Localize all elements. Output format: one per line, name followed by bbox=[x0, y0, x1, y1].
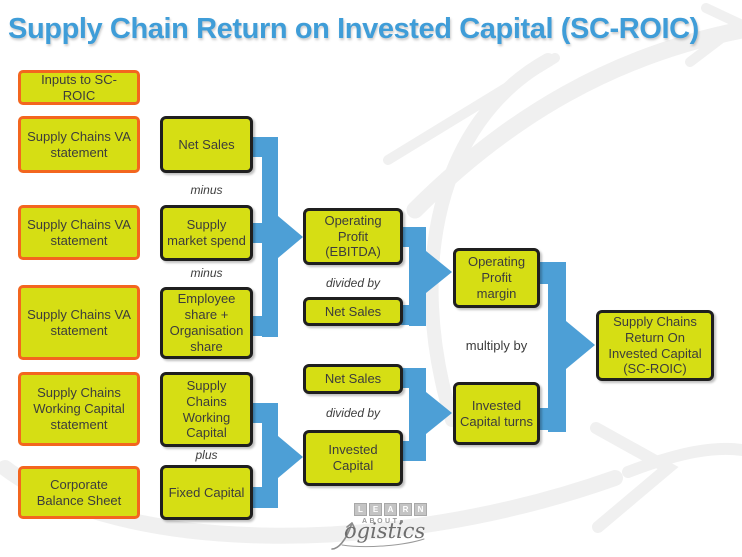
connector-arrowhead-icon bbox=[278, 436, 303, 478]
connector-vbar bbox=[548, 262, 566, 432]
connector-arrowhead-icon bbox=[426, 251, 452, 293]
logo-about-text: ABOUT bbox=[362, 518, 400, 525]
logo-learn-about-logistics: L E A R N ABOUT ogistics bbox=[328, 497, 448, 555]
connector-stub bbox=[251, 223, 262, 243]
watermark-arrowhead-bottom-icon bbox=[590, 422, 679, 533]
operator-plus: plus bbox=[195, 448, 218, 462]
connector-arrowhead-icon bbox=[426, 392, 452, 434]
connector-vbar bbox=[262, 403, 278, 508]
node-net-sales-top: Net Sales bbox=[160, 116, 253, 173]
operator-minus-1: minus bbox=[190, 183, 223, 197]
connector-vbar bbox=[262, 137, 278, 337]
connector-vbar bbox=[409, 227, 426, 326]
node-employee-share: Employee share + Organisation share bbox=[160, 287, 253, 359]
connector-stub bbox=[401, 305, 411, 325]
connector-stub bbox=[538, 262, 550, 284]
connector-stub bbox=[538, 408, 550, 430]
source-box-balance-sheet: Corporate Balance Sheet bbox=[18, 466, 140, 519]
connector-stub bbox=[401, 441, 411, 461]
node-fixed-capital: Fixed Capital bbox=[160, 465, 253, 520]
connector-group-ebitda bbox=[251, 137, 303, 337]
connector-group-invested-capital bbox=[251, 403, 303, 508]
operator-divided-by-2: divided by bbox=[325, 406, 381, 420]
logo-letter: A bbox=[384, 503, 397, 516]
connector-group-ic-turns bbox=[401, 368, 452, 461]
connector-stub bbox=[251, 487, 262, 508]
node-invested-capital: Invested Capital bbox=[303, 430, 403, 486]
source-box-va-statement-1: Supply Chains VA statement bbox=[18, 116, 140, 173]
connector-stub bbox=[401, 227, 411, 247]
node-supply-market-spend: Supply market spend bbox=[160, 205, 253, 261]
connector-stub bbox=[251, 316, 262, 336]
operator-minus-2: minus bbox=[190, 266, 223, 280]
source-box-inputs: Inputs to SC-ROIC bbox=[18, 70, 140, 105]
logo-dot-icon bbox=[400, 520, 404, 523]
logo-letter: L bbox=[354, 503, 367, 516]
connector-arrowhead-icon bbox=[566, 321, 595, 369]
connector-group-sc-roic bbox=[538, 262, 595, 432]
connector-vbar bbox=[409, 368, 426, 461]
connector-arrowhead-icon bbox=[278, 216, 303, 258]
node-sc-roic-result: Supply Chains Return On Invested Capital… bbox=[596, 310, 714, 381]
node-operating-profit-margin: Operating Profit margin bbox=[453, 248, 540, 308]
source-box-working-capital: Supply Chains Working Capital statement bbox=[18, 372, 140, 446]
logo-swoosh-icon bbox=[331, 522, 425, 550]
node-net-sales-mid: Net Sales bbox=[303, 297, 403, 326]
connector-stub bbox=[251, 403, 262, 423]
operator-multiply-by: multiply by bbox=[465, 338, 528, 353]
operator-divided-by-1: divided by bbox=[325, 276, 381, 290]
logo-about-label: ABOUT bbox=[362, 518, 404, 525]
node-sc-working-capital: Supply Chains Working Capital bbox=[160, 372, 253, 447]
source-box-va-statement-2: Supply Chains VA statement bbox=[18, 205, 140, 260]
connector-stub bbox=[401, 368, 411, 388]
page-title: Supply Chain Return on Invested Capital … bbox=[8, 13, 699, 45]
logo-letter: E bbox=[369, 503, 382, 516]
source-box-va-statement-3: Supply Chains VA statement bbox=[18, 285, 140, 360]
watermark-tail-icon bbox=[622, 442, 742, 478]
watermark-arrowhead-top-icon bbox=[685, 3, 742, 67]
watermark-arc-icon bbox=[424, 53, 555, 427]
logo-letter: N bbox=[414, 503, 427, 516]
connector-group-op-margin bbox=[401, 227, 452, 326]
connector-stub bbox=[251, 137, 262, 157]
node-invested-capital-turns: Invested Capital turns bbox=[453, 382, 540, 445]
logo-logistics-script: ogistics bbox=[344, 519, 426, 543]
logo-letter: R bbox=[399, 503, 412, 516]
logo-learn-row: L E A R N bbox=[354, 503, 427, 516]
node-operating-profit-ebitda: Operating Profit (EBITDA) bbox=[303, 208, 403, 265]
node-net-sales-bottom: Net Sales bbox=[303, 364, 403, 394]
